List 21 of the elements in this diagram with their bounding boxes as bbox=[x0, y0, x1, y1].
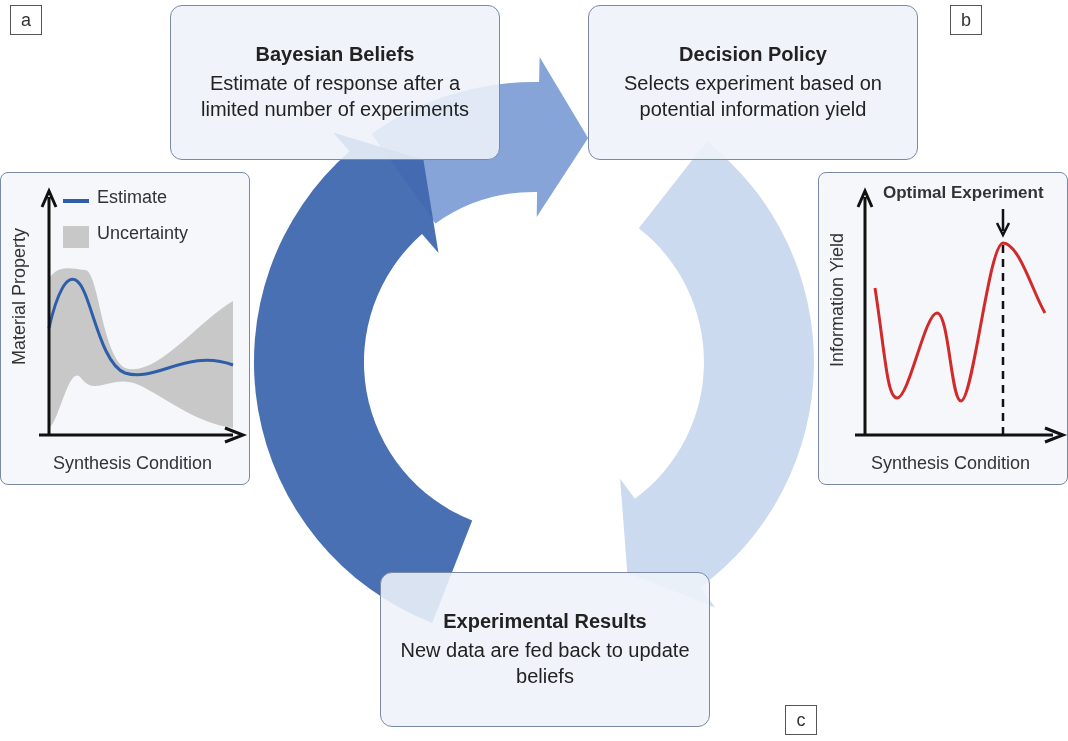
legend-label: Estimate bbox=[97, 187, 168, 208]
legend-label: Uncertainty bbox=[97, 223, 189, 244]
panel-letter: b bbox=[950, 5, 982, 35]
step-box bbox=[380, 572, 710, 727]
axis-label: Material Property bbox=[9, 228, 30, 366]
axis-label: Synthesis Condition bbox=[53, 453, 213, 474]
annotation-label: Optimal Experiment bbox=[883, 183, 1044, 203]
panel-letter: c bbox=[785, 705, 817, 735]
step-box bbox=[170, 5, 500, 160]
axis-label: Synthesis Condition bbox=[871, 453, 1031, 474]
axis-label: Information Yield bbox=[827, 233, 848, 368]
step-description: New data are fed back to update beliefs bbox=[399, 638, 691, 689]
chart-panel bbox=[818, 172, 1068, 485]
step-description: Selects experiment based on potential information yield bbox=[623, 71, 883, 122]
chart-panel bbox=[0, 172, 250, 485]
step-title: Bayesian Beliefs bbox=[255, 43, 415, 66]
step-title: Experimental Results bbox=[443, 610, 647, 633]
panel-letter: a bbox=[10, 5, 42, 35]
step-box bbox=[588, 5, 918, 160]
step-title: Decision Policy bbox=[679, 43, 827, 66]
step-description: Estimate of response after a limited number of experiments bbox=[200, 71, 470, 122]
